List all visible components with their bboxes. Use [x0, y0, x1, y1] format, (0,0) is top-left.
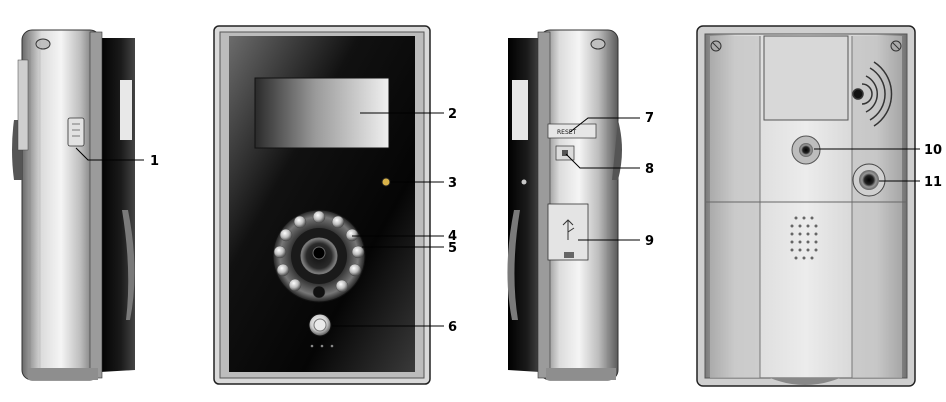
callout-4: 4	[448, 229, 457, 244]
right-side-view: RESET	[507, 29, 622, 381]
callout-7: 7	[645, 111, 654, 126]
leader-lines	[75, 112, 920, 327]
callout-labels: 1 2 3 4 5 6 7 8 9 10 11	[150, 107, 942, 335]
back-view	[696, 25, 916, 387]
ir-led-ring	[273, 210, 365, 293]
callout-6: 6	[448, 320, 457, 335]
callout-9: 9	[645, 234, 654, 249]
speaker-arcs-icon	[852, 61, 893, 127]
left-side-view	[12, 29, 135, 381]
callout-5: 5	[448, 241, 457, 256]
callout-3: 3	[448, 176, 457, 191]
callout-1: 1	[150, 154, 159, 169]
callout-11: 11	[924, 175, 942, 190]
callout-2: 2	[448, 107, 457, 122]
callout-10: 10	[924, 143, 942, 158]
callout-8: 8	[645, 162, 654, 177]
speaker-grille	[790, 216, 818, 260]
front-view	[213, 25, 431, 385]
reset-label: RESET	[557, 129, 577, 136]
